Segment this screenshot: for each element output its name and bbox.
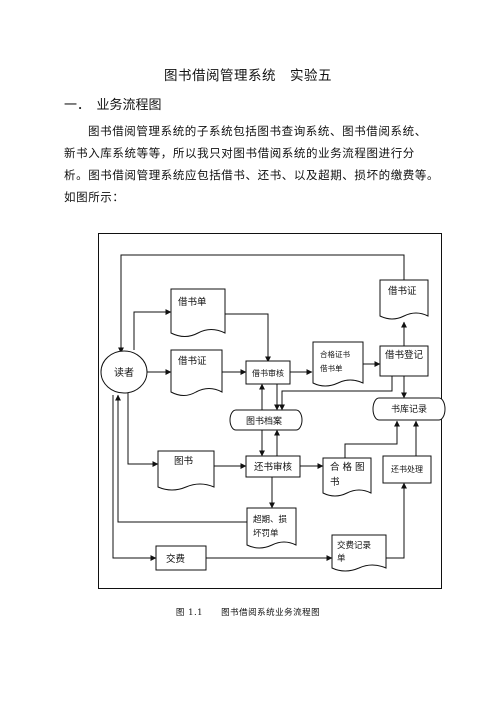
return-review-box: [245, 455, 301, 478]
return-review-label: 还书审核: [254, 461, 293, 473]
payment-box: [155, 545, 207, 571]
flow-arrows: [112, 254, 419, 561]
return-process-box: [382, 455, 432, 484]
qualified-book-label-2: 书: [330, 477, 340, 488]
stock-record-store: [372, 397, 446, 421]
paragraph-line: 析。图书借阅管理系统应包括借书、还书、以及超期、损坏的缴费等。: [64, 168, 440, 182]
book-file-store: [229, 409, 303, 431]
library-card-doc: [170, 349, 223, 396]
qualified-book-label-1: 合 格 图: [330, 461, 365, 473]
borrow-review-box: [245, 360, 291, 385]
fine-doc: [246, 507, 297, 549]
business-flowchart: 读者 借书单 借书证 合格证书 借书单 借书证 图书 合 格 图 书 超期、损 …: [98, 233, 446, 589]
borrow-register-label: 借书登记: [385, 349, 424, 361]
qualified-card-label-1: 合格证书: [320, 349, 350, 359]
library-card-out-label: 借书证: [388, 285, 417, 297]
body-paragraph: 图书借阅管理系统的子系统包括图书查询系统、图书借阅系统、 新书入库系统等等，所以…: [64, 120, 440, 208]
borrow-form-doc: [170, 288, 226, 337]
reader-label: 读者: [114, 366, 134, 379]
borrow-register-box: [379, 345, 429, 377]
qualified-book-doc: [322, 457, 372, 497]
book-label: 图书: [174, 456, 194, 467]
paragraph-line: 如图所示：: [64, 190, 125, 204]
payment-record-label-2: 单: [337, 553, 346, 564]
document-title: 图书借阅管理系统 实验五: [164, 68, 332, 84]
fine-label-2: 坏罚单: [253, 528, 279, 539]
fine-label-1: 超期、损: [253, 514, 288, 525]
qualified-card-label-2: 借书单: [320, 363, 343, 373]
section-heading: 一． 业务流程图: [64, 98, 162, 113]
paragraph-line: 图书借阅管理系统的子系统包括图书查询系统、图书借阅系统、: [88, 124, 427, 138]
borrow-form-label: 借书单: [178, 296, 207, 308]
book-doc: [157, 450, 215, 491]
payment-label: 交费: [166, 553, 185, 565]
paragraph-line: 新书入库系统等等，所以我只对图书借阅系统的业务流程图进行分: [64, 146, 415, 160]
return-process-label: 还书处理: [391, 464, 423, 474]
qualified-card-doc: [312, 341, 364, 387]
borrow-review-label: 借书审核: [252, 368, 284, 378]
payment-record-doc: [331, 534, 387, 572]
figure-caption: 图 1.1 图书借阅系统业务流程图: [175, 608, 321, 618]
library-card-out-doc: [379, 279, 429, 320]
book-file-label: 图书档案: [246, 415, 282, 427]
library-card-label: 借书证: [178, 355, 207, 367]
payment-record-label-1: 交费记录: [337, 540, 372, 551]
stock-record-label: 书库记录: [391, 403, 427, 415]
reader-node: [100, 350, 148, 394]
